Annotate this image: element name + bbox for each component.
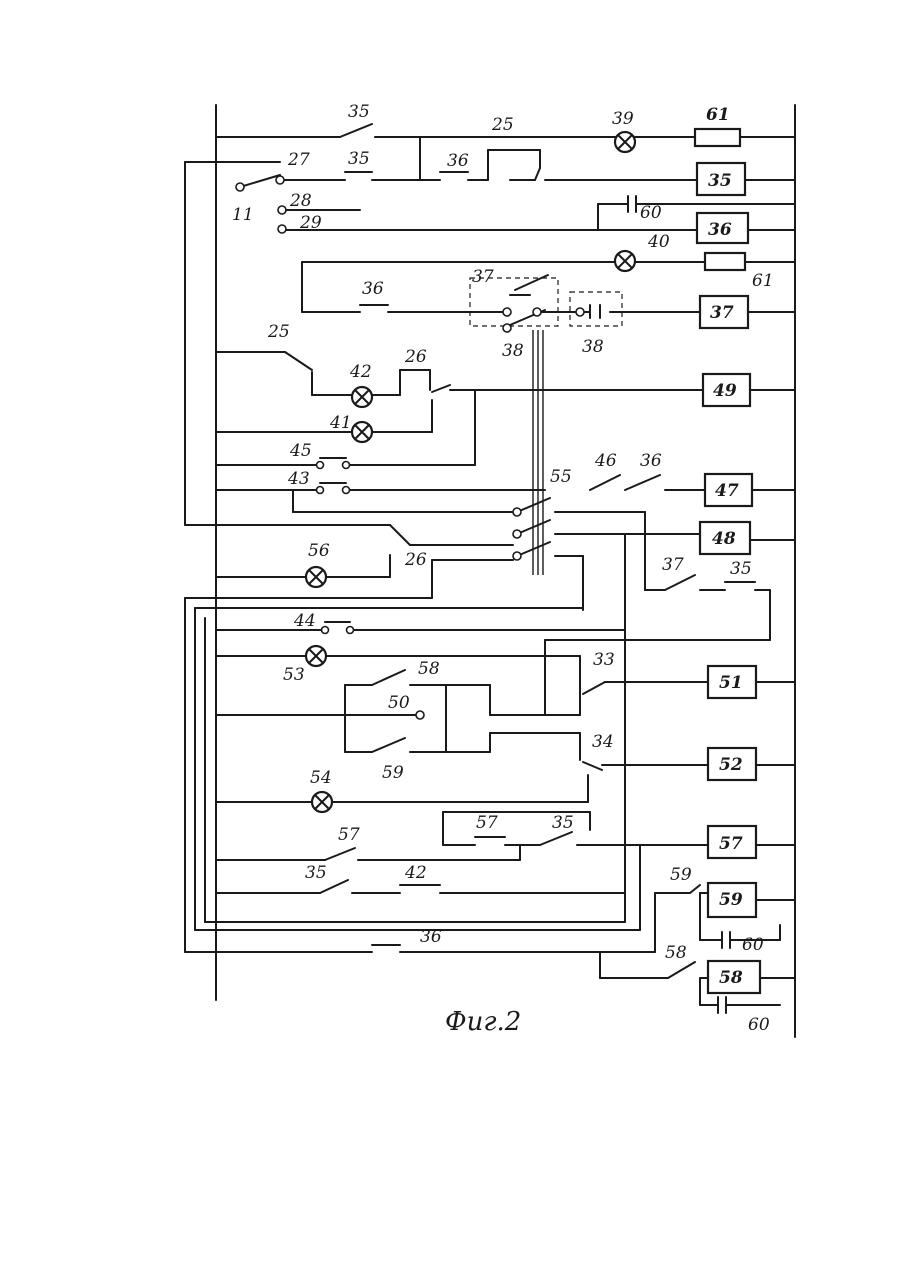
box-label-52: 52 xyxy=(719,755,743,775)
label-26: 26 xyxy=(404,550,427,570)
label-60: 60 xyxy=(640,203,662,223)
label-40: 40 xyxy=(647,232,670,252)
terminal-43a xyxy=(317,487,324,494)
label-60: 60 xyxy=(742,935,764,955)
label-33: 33 xyxy=(593,650,615,670)
terminal-50 xyxy=(416,711,424,719)
resistor-61-top xyxy=(695,129,740,146)
label-43: 43 xyxy=(287,469,310,489)
label-25: 25 xyxy=(491,115,514,135)
label-57: 57 xyxy=(476,813,498,833)
terminal-55c xyxy=(513,552,521,560)
terminal-27 xyxy=(276,176,284,184)
label-41: 41 xyxy=(329,413,352,433)
label-39: 39 xyxy=(612,109,634,129)
lamp-53 xyxy=(306,646,326,666)
label-35: 35 xyxy=(552,813,574,833)
row-lamp-56 xyxy=(185,525,513,598)
terminal-11 xyxy=(236,183,244,191)
box-label-47: 47 xyxy=(715,481,739,501)
row-lamp-41 xyxy=(216,400,432,432)
terminal-29 xyxy=(278,225,286,233)
label-42: 42 xyxy=(349,362,372,382)
lamp-39 xyxy=(615,132,635,152)
label-36: 36 xyxy=(640,451,662,471)
lamp-41 xyxy=(352,422,372,442)
resistor-61-lower xyxy=(705,253,745,270)
row-relay-58 xyxy=(185,945,795,1013)
terminal-45a xyxy=(317,462,324,469)
terminal-37a xyxy=(503,308,511,316)
terminal-43b xyxy=(343,487,350,494)
label-36: 36 xyxy=(362,279,384,299)
lamp-40 xyxy=(615,251,635,271)
label-37: 37 xyxy=(472,267,494,287)
label-56: 56 xyxy=(308,541,330,561)
label-35: 35 xyxy=(348,102,370,122)
label-53: 53 xyxy=(283,665,305,685)
terminal-55b xyxy=(513,530,521,538)
label-27: 27 xyxy=(287,150,310,170)
label-42: 42 xyxy=(404,863,427,883)
box-label-48: 48 xyxy=(712,529,736,549)
label-58: 58 xyxy=(665,943,687,963)
box-label-61: 61 xyxy=(706,105,730,125)
label-57: 57 xyxy=(338,825,360,845)
label-36: 36 xyxy=(447,151,469,171)
terminal-38b xyxy=(576,308,584,316)
terminal-45b xyxy=(343,462,350,469)
label-38: 38 xyxy=(582,337,604,357)
label-35: 35 xyxy=(348,149,370,169)
label-37: 37 xyxy=(662,555,684,575)
box-label-58: 58 xyxy=(719,968,743,988)
label-26: 26 xyxy=(404,347,427,367)
label-46: 46 xyxy=(594,451,617,471)
lamp-54 xyxy=(312,792,332,812)
box-label-51: 51 xyxy=(719,673,743,693)
terminal-44b xyxy=(347,627,354,634)
box-label-37: 37 xyxy=(710,303,734,323)
label-55: 55 xyxy=(550,467,572,487)
label-59: 59 xyxy=(670,865,692,885)
label-61: 61 xyxy=(752,271,774,291)
figure-caption: Фиг.2 xyxy=(445,1007,521,1037)
box-label-35: 35 xyxy=(708,171,732,191)
terminal-44a xyxy=(322,627,329,634)
box-label-49: 49 xyxy=(713,381,737,401)
label-28: 28 xyxy=(289,191,312,211)
label-34: 34 xyxy=(592,732,614,752)
label-58: 58 xyxy=(418,659,440,679)
row-contacts-35-42 xyxy=(195,880,640,930)
box-label-57: 57 xyxy=(719,834,743,854)
label-35: 35 xyxy=(730,559,752,579)
terminal-28 xyxy=(278,206,286,214)
lamp-42 xyxy=(352,387,372,407)
label-38: 38 xyxy=(502,341,524,361)
lamp-56 xyxy=(306,567,326,587)
label-50: 50 xyxy=(388,693,410,713)
label-54: 54 xyxy=(310,768,332,788)
label-11: 11 xyxy=(232,205,254,225)
label-25: 25 xyxy=(267,322,290,342)
label-44: 44 xyxy=(293,611,316,631)
box-label-59: 59 xyxy=(719,890,743,910)
label-60: 60 xyxy=(748,1015,770,1035)
terminal-37b xyxy=(533,308,541,316)
label-29: 29 xyxy=(299,213,322,233)
terminal-55a xyxy=(513,508,521,516)
label-59: 59 xyxy=(382,763,404,783)
switch-55 xyxy=(517,498,700,610)
box-label-36: 36 xyxy=(708,220,732,240)
label-36: 36 xyxy=(420,927,442,947)
label-35: 35 xyxy=(305,863,327,883)
terminal-38a xyxy=(503,324,511,332)
label-45: 45 xyxy=(289,441,312,461)
